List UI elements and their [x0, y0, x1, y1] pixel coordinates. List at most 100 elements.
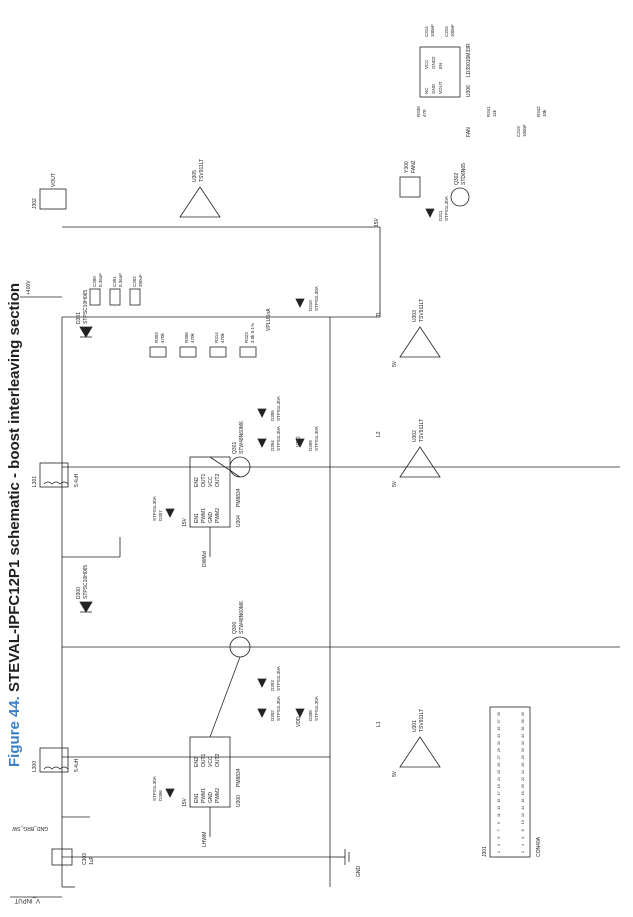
gate-driver-u304: EN1 PWM1 GND PWM2 EN2 OUT1 VCC OUT2 U304…	[189, 456, 242, 528]
u304-pin-pwm1: PWM1	[201, 508, 207, 523]
connector-pin: 4	[521, 844, 525, 846]
connector-pin: 6	[521, 837, 525, 839]
diode-d306-ref: D306	[158, 790, 163, 801]
connector-pins: 1357911131517192123252729313335373924681…	[497, 712, 525, 853]
connector-pin: 33	[497, 734, 501, 738]
u306-pin-gnd: GND	[431, 83, 436, 94]
fan-circuit: Y300 FAN2 15V FAN	[374, 127, 472, 227]
diode-d304-ref: D304	[270, 440, 275, 451]
diode-d307-value: STPS1L30A	[152, 496, 157, 521]
connector-pin: 29	[497, 748, 501, 752]
u300-pin-pwm1: PWM1	[201, 788, 207, 803]
mosfet-q301-value: STW48N60M6	[239, 421, 245, 454]
gate-driver-u300: EN1 PWM1 GND PWM2 EN2 OUT1 VCC OUT2 U300…	[189, 736, 242, 808]
connector-pin: 36	[521, 727, 525, 731]
u304-pin-en2: EN2	[194, 477, 200, 487]
net-5v-c: 5V	[392, 360, 398, 367]
opamp-u302-symbol	[399, 446, 441, 478]
connector-pin: 34	[521, 734, 525, 738]
opamp-u301-symbol	[399, 736, 441, 768]
cap-c302-ref: C302	[132, 276, 137, 287]
net-15v-a: 15V	[182, 797, 188, 807]
mosfet-q302-ref: Q302	[454, 173, 460, 185]
diode-d300-symbol	[79, 601, 93, 613]
connector-pin: 30	[521, 748, 525, 752]
opamp-u305-symbol	[179, 186, 221, 218]
connector-pin: 18	[521, 791, 525, 795]
u300-value: PM8834	[236, 768, 242, 787]
diode-d306-value: STPS1L30A	[152, 776, 157, 801]
connector-pin: 40	[521, 712, 525, 716]
driver-nets: LHWM DWMzl 15V 15V VDD VDD	[182, 436, 302, 847]
net-dwm: DWMzl	[202, 551, 208, 567]
opamp-u303-symbol	[399, 326, 441, 358]
j301-ref: J301	[482, 846, 488, 857]
input-cap	[51, 848, 73, 866]
opamps: U301 TSV911LT U302 TSV911LT U303 TSV911L…	[179, 159, 441, 777]
mosfet-q300-value: STW48N60M6	[239, 601, 245, 634]
u300-pin-en1: EN1	[194, 793, 200, 803]
mosfet-q302-value: STD6N65	[461, 163, 467, 185]
net-5v-a: 5V	[392, 770, 398, 777]
c319-value: 100nF	[522, 124, 527, 137]
r341-ref: R341	[486, 106, 491, 117]
connector-pin: 2	[521, 851, 525, 853]
inductor-l300-ref: L300	[32, 761, 38, 772]
opamp-u302-ref: U302	[412, 430, 418, 442]
figure-number: Figure 44.	[6, 696, 23, 767]
u300-pin-out2: OUT2	[215, 753, 221, 767]
r342-value: 10k	[542, 109, 547, 117]
connector-pin: 38	[521, 719, 525, 723]
opamp-u303-ref: U303	[412, 310, 418, 322]
connector-j301: J301 CON40A 1357911131517192123252729313…	[482, 706, 542, 858]
opamp-u305-value: TSV911LT	[199, 159, 205, 182]
r341-value: 11k	[492, 109, 497, 117]
r306-value: 470k	[190, 332, 195, 343]
r314-ref: R314	[214, 332, 219, 343]
connector-pin: 19	[497, 784, 501, 788]
connector-pin: 10	[521, 820, 525, 824]
u300-pin-out1: OUT1	[201, 753, 207, 767]
opamp-u303-value: TSV911LT	[419, 299, 425, 322]
diode-d300-value: STPSC10H065	[83, 565, 89, 599]
connector-pin: 22	[521, 777, 525, 781]
u300-pin-gnd: GND	[208, 792, 214, 804]
connector-pin: 1	[497, 851, 501, 853]
diode-d311-ref: D311	[438, 210, 443, 221]
connector-pin: 31	[497, 741, 501, 745]
connector-pin: 17	[497, 791, 501, 795]
diode-d303-value: STPS1L30A	[276, 666, 281, 691]
connector-pin: 20	[521, 784, 525, 788]
diode-d301-ref: D301	[76, 312, 82, 324]
u306-pin-en: EN	[438, 63, 443, 69]
inductor-group: L300 5.4uH L301 5.4uH	[32, 462, 80, 773]
u300-pin-vcc: VCC	[208, 756, 214, 767]
mosfet-q301-ref: Q301	[232, 442, 238, 454]
opamp-u302-value: TSV911LT	[419, 419, 425, 442]
j301-label: CON40A	[536, 836, 542, 857]
input-cap-ref: C303	[82, 853, 88, 865]
net-400v: +400V	[26, 280, 32, 295]
net-tl: TL	[376, 311, 382, 317]
diode-d309-ref: D309	[308, 440, 313, 451]
connector-pin: 3	[497, 844, 501, 846]
u300-pin-en2: EN2	[194, 757, 200, 767]
inductor-l301-ref: L301	[32, 476, 38, 487]
diode-d310-ref: D310	[308, 300, 313, 311]
u304-value: PM8834	[236, 488, 242, 507]
connector-pin: 24	[521, 770, 525, 774]
mosfet-q300-ref: Q300	[232, 622, 238, 634]
c315-ref: C315	[444, 26, 449, 37]
connector-pin: 7	[497, 829, 501, 831]
diode-d303-ref: D303	[270, 680, 275, 691]
r303-ref: R303	[154, 332, 159, 343]
net-l2: L2	[376, 431, 382, 437]
net-vdd-b: VDD	[296, 436, 302, 447]
u306-pin-vout: VOUT	[438, 81, 443, 94]
opamp-u301-ref: U301	[412, 720, 418, 732]
figure-title: Figure 44. STEVAL-IPFC12P1 schematic - b…	[6, 283, 23, 767]
r342-ref: R342	[536, 106, 541, 117]
